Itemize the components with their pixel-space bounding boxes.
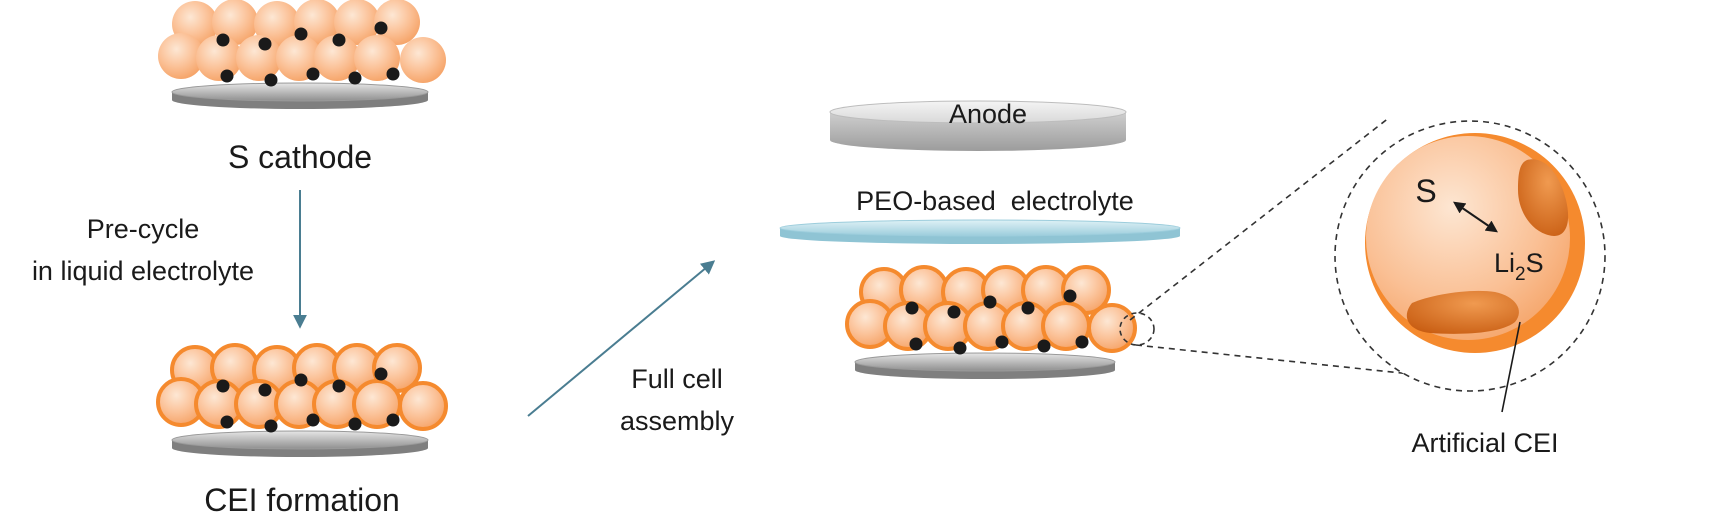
active-particle — [398, 381, 448, 431]
carbon-dot — [947, 305, 961, 319]
carbon-dot — [348, 417, 362, 431]
carbon-dot — [332, 379, 346, 393]
current-collector — [171, 82, 429, 109]
li2s-main: Li — [1494, 248, 1515, 278]
full-cell-label-line1: Full cell — [631, 364, 723, 394]
li2s-tail: S — [1526, 248, 1544, 278]
electrolyte-film — [779, 219, 1181, 244]
li2s-sub: 2 — [1515, 264, 1526, 285]
zoom-source-circle — [1119, 312, 1155, 346]
full-cell-cathode-stack — [845, 265, 1137, 379]
s-cathode-stack — [158, 0, 446, 109]
cei-particle-closeup — [1365, 133, 1585, 353]
active-particle — [254, 1, 300, 47]
carbon-dot — [220, 415, 234, 429]
active-particle — [158, 33, 204, 79]
carbon-dot — [258, 383, 272, 397]
li2s-label: Li2S — [1494, 248, 1544, 285]
carbon-dot — [216, 33, 230, 47]
s-li2s-double-arrow — [1453, 201, 1498, 233]
full-cell-label-line2: assembly — [620, 406, 735, 436]
carbon-dot — [995, 335, 1009, 349]
carbon-dot — [220, 69, 234, 83]
active-particle — [374, 0, 420, 45]
anode-disk — [829, 100, 1127, 151]
li2s-patch-upper — [1518, 159, 1569, 236]
active-particle — [314, 35, 360, 81]
artificial-cei-pointer — [1501, 321, 1521, 413]
carbon-dot — [264, 419, 278, 433]
zoom-lines — [1129, 116, 1421, 376]
carbon-dot — [909, 337, 923, 351]
anode-label: Anode — [949, 99, 1027, 129]
carbon-dot — [332, 33, 346, 47]
carbon-dot — [905, 301, 919, 315]
carbon-dot — [1075, 335, 1089, 349]
carbon-dot — [258, 37, 272, 51]
carbon-dot — [1037, 339, 1051, 353]
carbon-dot — [983, 295, 997, 309]
current-collector — [171, 430, 429, 457]
cei-formation-stack — [156, 343, 448, 457]
precycle-label-line1: Pre-cycle — [87, 214, 200, 244]
s-species-label: S — [1415, 173, 1436, 209]
carbon-dot — [386, 413, 400, 427]
s-cathode-label: S cathode — [228, 139, 372, 175]
assembly-arrow — [527, 260, 716, 417]
carbon-dot — [374, 367, 388, 381]
carbon-dot — [374, 21, 388, 35]
active-particle — [334, 0, 380, 45]
artificial-cei-label: Artificial CEI — [1411, 428, 1558, 458]
precycle-label-line2: in liquid electrolyte — [32, 256, 254, 286]
carbon-dot — [386, 67, 400, 81]
active-particle — [1087, 303, 1137, 353]
carbon-dot — [306, 67, 320, 81]
carbon-dot — [1063, 289, 1077, 303]
carbon-dot — [1021, 301, 1035, 315]
carbon-dot — [294, 373, 308, 387]
li2s-patch-lower — [1406, 290, 1519, 334]
electrolyte-label: PEO-based electrolyte — [856, 186, 1134, 216]
carbon-dot — [294, 27, 308, 41]
carbon-dot — [216, 379, 230, 393]
carbon-dot — [264, 73, 278, 87]
carbon-dot — [953, 341, 967, 355]
active-particle — [400, 37, 446, 83]
carbon-dot — [306, 413, 320, 427]
carbon-dot — [348, 71, 362, 85]
current-collector — [854, 352, 1116, 379]
active-particle — [196, 35, 242, 81]
cei-formation-label: CEI formation — [204, 482, 400, 518]
